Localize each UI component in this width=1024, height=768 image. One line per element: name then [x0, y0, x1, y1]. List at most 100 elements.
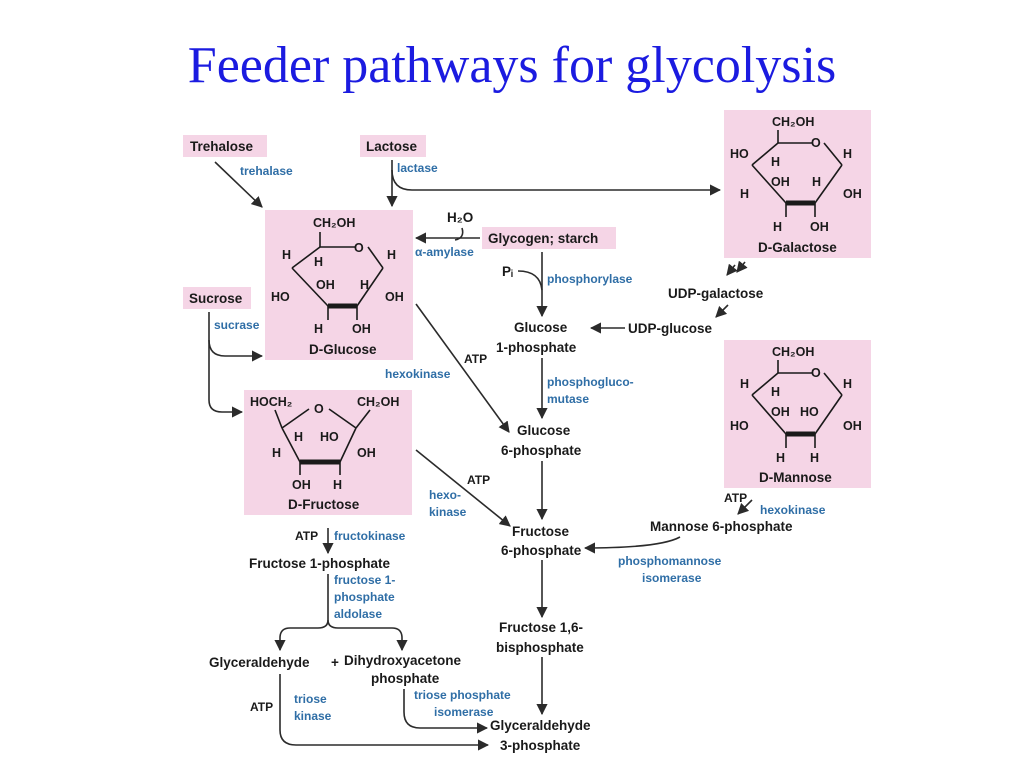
svg-text:H: H — [740, 377, 749, 391]
svg-text:H: H — [773, 220, 782, 234]
phosphoglucomutase-label-a: phosphogluco- — [547, 375, 634, 389]
dhap-label-a: Dihydroxyacetone — [344, 653, 462, 668]
g3p-label-b: 3-phosphate — [500, 738, 581, 753]
svg-text:OH: OH — [843, 187, 862, 201]
sucrase-label: sucrase — [214, 318, 260, 332]
arrow-h2o-in — [454, 227, 464, 241]
svg-text:H: H — [843, 147, 852, 161]
fructose-6p-label-a: Fructose — [512, 524, 570, 539]
atp-hexokinase-glucose: ATP — [464, 352, 487, 366]
lactase-label: lactase — [397, 161, 438, 175]
hexokinase-glucose-label: hexokinase — [385, 367, 451, 381]
svg-text:HO: HO — [320, 430, 339, 444]
svg-text:OH: OH — [357, 446, 376, 460]
arrow-galactose-udpgal-2 — [726, 263, 738, 276]
arrow-f1p-dhap — [327, 619, 408, 652]
fructokinase-label: fructokinase — [334, 529, 406, 543]
arrow-mannose-m6p — [737, 499, 753, 515]
arrow-trehalose-glucose — [214, 161, 263, 208]
svg-text:H: H — [282, 248, 291, 262]
svg-text:O: O — [811, 366, 821, 380]
svg-text:D-Glucose: D-Glucose — [309, 342, 377, 357]
glucose-1p-label-b: 1-phosphate — [496, 340, 577, 355]
g3p-label-a: Glyceraldehyde — [490, 718, 591, 733]
lactose-box — [360, 135, 426, 157]
sucrose-box — [183, 287, 251, 309]
udp-galactose-label: UDP-galactose — [668, 286, 764, 301]
arrow-fructose-f6p — [415, 449, 511, 527]
svg-text:HO: HO — [271, 290, 290, 304]
svg-text:H: H — [776, 451, 785, 465]
svg-text:D-Fructose: D-Fructose — [288, 497, 360, 512]
svg-text:D-Mannose: D-Mannose — [759, 470, 832, 485]
svg-text:OH: OH — [352, 322, 371, 336]
svg-text:CH₂OH: CH₂OH — [772, 345, 814, 359]
svg-text:D-Galactose: D-Galactose — [758, 240, 837, 255]
amylase-label: α-amylase — [415, 245, 474, 259]
atp-hexokinase-fructose: ATP — [467, 473, 490, 487]
slide-title: Feeder pathways for glycolysis — [187, 37, 837, 94]
trehalose-label: Trehalose — [190, 139, 254, 154]
phosphorylase-label: phosphorylase — [547, 272, 633, 286]
glycogen-label: Glycogen; starch — [488, 231, 598, 246]
arrow-pi-in — [517, 270, 543, 291]
fbp-label-b: bisphosphate — [496, 640, 584, 655]
f1p-aldolase-label-b: phosphate — [334, 590, 395, 604]
atp-mannose: ATP — [724, 491, 747, 505]
arrow-udpgal-udpglc — [715, 304, 729, 318]
svg-text:H: H — [314, 255, 323, 269]
svg-text:OH: OH — [771, 175, 790, 189]
svg-text:HO: HO — [730, 147, 749, 161]
arrow-sucrose-fructose — [208, 340, 244, 418]
svg-text:H: H — [333, 478, 342, 492]
fbp-label-a: Fructose 1,6- — [499, 620, 583, 635]
h2o-label: H₂O — [447, 210, 473, 225]
svg-text:CH₂OH: CH₂OH — [357, 395, 399, 409]
svg-text:O: O — [811, 136, 821, 150]
hexokinase-mannose-label: hexokinase — [760, 503, 826, 517]
svg-text:O: O — [314, 402, 324, 416]
triose-kinase-label-a: triose — [294, 692, 327, 706]
f1p-aldolase-label-a: fructose 1- — [334, 573, 395, 587]
svg-text:OH: OH — [385, 290, 404, 304]
svg-text:H: H — [314, 322, 323, 336]
glucose-6p-label-b: 6-phosphate — [501, 443, 582, 458]
pmi-label-b: isomerase — [642, 571, 702, 585]
atp-fructokinase: ATP — [295, 529, 318, 543]
arrow-f1p-split — [274, 574, 329, 652]
f1p-aldolase-label-c: aldolase — [334, 607, 382, 621]
dhap-label-b: phosphate — [371, 671, 440, 686]
fructose-1p-label: Fructose 1-phosphate — [249, 556, 391, 571]
mannose-structure: CH₂OH O H H H OH HO HO OH H H D-Mannose — [724, 340, 871, 488]
svg-text:H: H — [740, 187, 749, 201]
svg-text:O: O — [354, 241, 364, 255]
svg-text:H: H — [812, 175, 821, 189]
svg-text:H: H — [810, 451, 819, 465]
svg-text:H: H — [843, 377, 852, 391]
svg-text:CH₂OH: CH₂OH — [313, 216, 355, 230]
hexokinase-fructose-label-a: hexo- — [429, 488, 461, 502]
mannose-6p-label: Mannose 6-phosphate — [650, 519, 793, 534]
glycogen-box — [482, 227, 616, 249]
tpi-label-a: triose phosphate — [414, 688, 511, 702]
galactose-structure: CH₂OH O HO H H OH H H OH H OH D-Galactos… — [724, 110, 871, 258]
glyceraldehyde-label: Glyceraldehyde — [209, 655, 310, 670]
svg-text:OH: OH — [810, 220, 829, 234]
svg-text:H: H — [272, 446, 281, 460]
sucrose-label: Sucrose — [189, 291, 243, 306]
svg-text:CH₂OH: CH₂OH — [772, 115, 814, 129]
arrow-glyceraldehyde-g3p — [279, 674, 490, 751]
svg-text:OH: OH — [771, 405, 790, 419]
svg-text:H: H — [360, 278, 369, 292]
svg-text:OH: OH — [843, 419, 862, 433]
arrow-dhap-g3p — [403, 689, 489, 734]
plus-sign: + — [331, 655, 339, 670]
glucose-1p-label-a: Glucose — [514, 320, 568, 335]
phosphoglucomutase-label-b: mutase — [547, 392, 589, 406]
fructose-6p-label-b: 6-phosphate — [501, 543, 582, 558]
lactose-label: Lactose — [366, 139, 418, 154]
udp-glucose-label: UDP-glucose — [628, 321, 713, 336]
glucose-structure: CH₂OH O H H H OH H HO OH H OH D-Glucose — [265, 210, 413, 360]
pi-label: Pᵢ — [502, 264, 513, 279]
